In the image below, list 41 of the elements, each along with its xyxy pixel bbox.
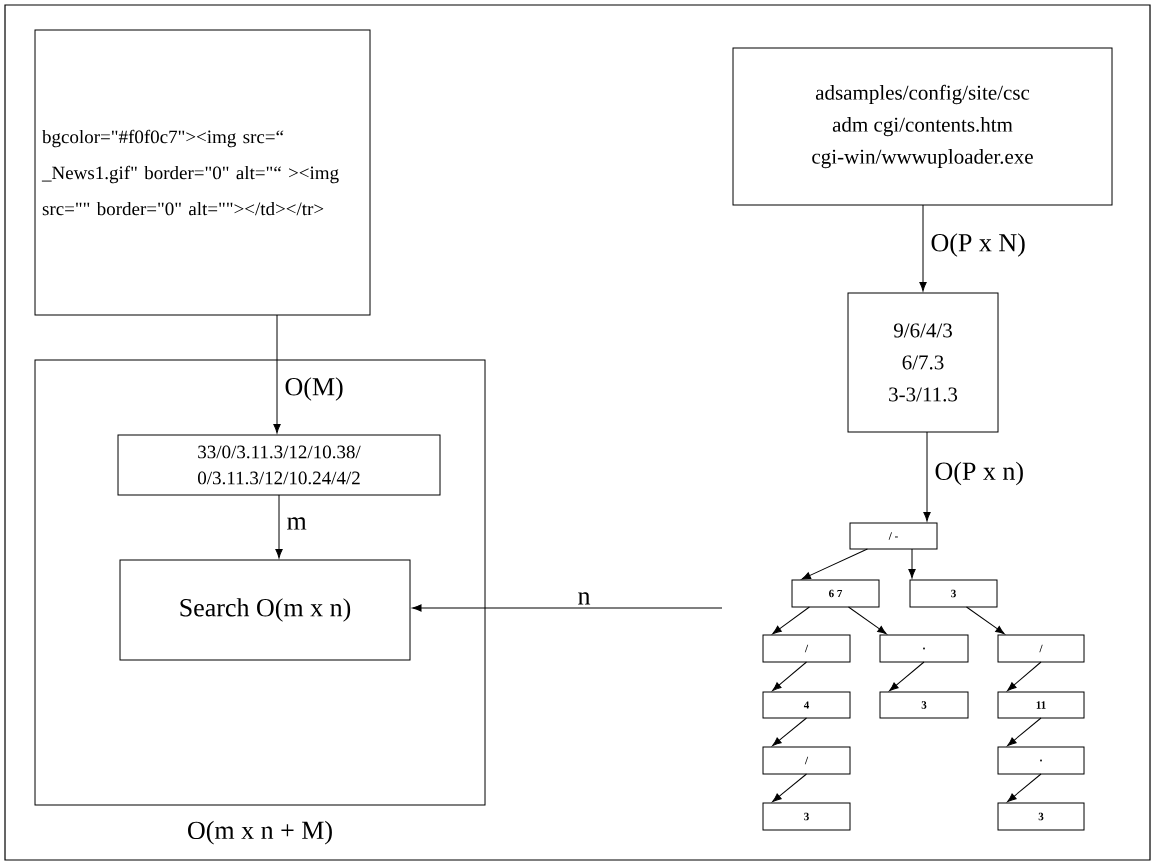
path-list-box: adsamples/config/site/csc adm cgi/contents.htm cgi-win/wwwuploader.exe bbox=[732, 47, 1113, 206]
tree-arrow bbox=[772, 661, 807, 692]
result-box: 9/6/4/3 6/7.3 3-3/11.3 bbox=[847, 292, 999, 433]
tree-arrow bbox=[1007, 661, 1042, 692]
arrow bbox=[273, 314, 281, 434]
edge-label: m bbox=[285, 516, 308, 531]
arrow bbox=[923, 431, 931, 522]
tree-node: / bbox=[997, 634, 1085, 663]
edge-label: O(P x n) bbox=[933, 460, 1026, 487]
tree-arrow bbox=[848, 606, 887, 635]
tree-node: / - bbox=[849, 522, 938, 550]
tree-arrow bbox=[966, 606, 1005, 635]
tree-node: 6 7 bbox=[791, 579, 880, 608]
tree-node: / bbox=[762, 634, 851, 663]
tree-arrow bbox=[889, 661, 925, 692]
tree-node: / bbox=[762, 746, 851, 775]
node-label: O(m x n + M) bbox=[188, 820, 332, 845]
tree-node: 3 bbox=[879, 691, 969, 719]
result-box: 33/0/3.11.3/12/10.38/ 0/3.11.3/12/10.24/4/2 bbox=[117, 434, 441, 496]
arrow bbox=[919, 204, 927, 292]
tree-arrow bbox=[772, 717, 807, 747]
tree-arrow bbox=[772, 773, 807, 803]
edge-label: O(M) bbox=[283, 376, 345, 402]
tree-node: 3 bbox=[997, 802, 1085, 831]
arrow bbox=[275, 494, 283, 559]
tree-node: 4 bbox=[762, 691, 851, 719]
tree-arrow bbox=[908, 548, 916, 579]
tree-node: . bbox=[879, 634, 969, 663]
search-box: Search O(m x n) bbox=[119, 559, 411, 661]
tree-arrow bbox=[772, 606, 810, 635]
edge-label: O(P x N) bbox=[929, 232, 1027, 258]
edge-label: n bbox=[576, 591, 592, 606]
tree-node: . bbox=[997, 746, 1085, 775]
tree-arrow bbox=[1007, 773, 1042, 803]
tree-node: 3 bbox=[762, 802, 851, 831]
tree-node: 3 bbox=[909, 579, 998, 608]
tree-arrow bbox=[801, 548, 868, 580]
code-box: bgcolor="#f0f0c7"><img src=“ _News1.gif" border="0" alt="“ ><img src="" border="0" alt=""></td></tr> bbox=[34, 29, 371, 316]
arrow bbox=[412, 604, 723, 612]
tree-arrow bbox=[1007, 717, 1042, 747]
tree-node: 11 bbox=[997, 691, 1085, 719]
